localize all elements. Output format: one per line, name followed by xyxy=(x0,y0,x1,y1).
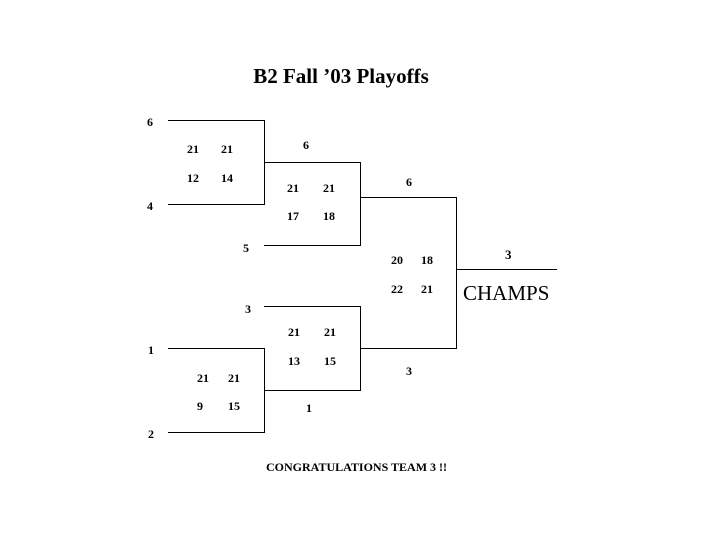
final-team-b: 3 xyxy=(406,364,412,378)
congratulations-footer: CONGRATULATIONS TEAM 3 !! xyxy=(266,460,448,474)
r1-bottom-team-a: 1 xyxy=(148,343,154,357)
final-g2-score-a: 18 xyxy=(421,253,433,267)
semi-top-g2-score-b: 18 xyxy=(323,209,335,223)
semi-bottom-team-b: 1 xyxy=(306,401,312,415)
semi-top-team-b: 5 xyxy=(243,241,249,255)
semi-bottom-team-a: 3 xyxy=(245,302,251,316)
r1-bottom-g1-score-a: 21 xyxy=(197,371,209,385)
final-g1-score-a: 20 xyxy=(391,253,403,267)
final-g1-score-b: 22 xyxy=(391,282,403,296)
final-g2-score-b: 21 xyxy=(421,282,433,296)
semi-top-g1-score-b: 17 xyxy=(287,209,299,223)
r1-bottom-g2-score-a: 21 xyxy=(228,371,240,385)
semi-bottom-g1-score-a: 21 xyxy=(288,325,300,339)
r1-bottom-team-b: 2 xyxy=(148,427,154,441)
bracket-title: B2 Fall ’03 Playoffs xyxy=(253,64,429,88)
r1-top-g2-score-b: 14 xyxy=(221,171,233,185)
r1-bottom-g1-score-b: 9 xyxy=(197,399,203,413)
r1-top-team-b: 4 xyxy=(147,199,153,213)
final-team-a: 6 xyxy=(406,175,412,189)
r1-bottom-g2-score-b: 15 xyxy=(228,399,240,413)
semi-top-g2-score-a: 21 xyxy=(323,181,335,195)
semi-bottom-g2-score-a: 21 xyxy=(324,325,336,339)
r1-top-g2-score-a: 21 xyxy=(221,142,233,156)
r1-top-team-a: 6 xyxy=(147,115,153,129)
semi-top-team-a: 6 xyxy=(303,138,309,152)
r1-top-g1-score-b: 12 xyxy=(187,171,199,185)
champs-label: CHAMPS xyxy=(463,281,550,305)
semi-bottom-g2-score-b: 15 xyxy=(324,354,336,368)
r1-top-g1-score-a: 21 xyxy=(187,142,199,156)
champion-team: 3 xyxy=(505,247,512,262)
semi-bottom-g1-score-b: 13 xyxy=(288,354,300,368)
semi-top-g1-score-a: 21 xyxy=(287,181,299,195)
